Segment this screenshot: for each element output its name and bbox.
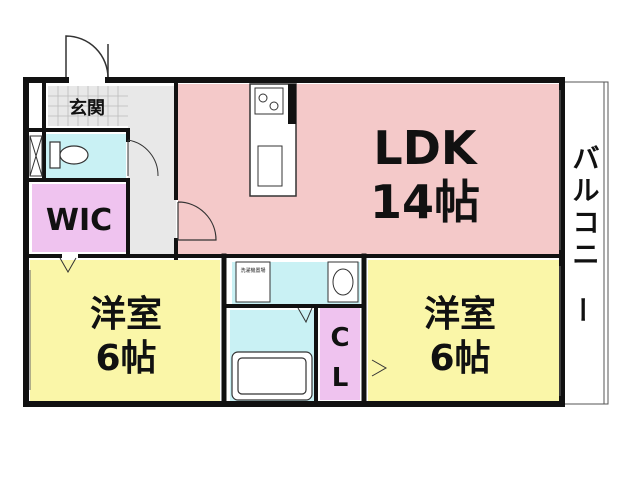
toilet-icon [49,141,89,169]
washbasin-icon [327,261,359,303]
balcony-label: バルコニー [566,144,600,323]
western-right-size: 6帖 [429,338,490,379]
balcony-area [563,81,609,405]
sink-icon [257,145,283,187]
washer-icon: 洗濯機置場 [235,261,271,303]
ldk-area [178,84,560,256]
stove-icon [254,87,284,115]
storage-box [29,135,43,177]
toilet-door [127,139,159,177]
walls [23,77,565,407]
ldk-size: 14帖 [370,175,480,229]
washer-label: 洗濯機置場 [240,267,265,274]
western-left-name: 洋室 [90,294,162,335]
entrance-door [65,35,109,80]
western-left-size: 6帖 [95,338,156,379]
kitchen-counter [249,83,297,197]
ldk-name: LDK [373,121,478,175]
wic-area [32,184,126,252]
corridor-area [128,86,176,254]
closet-area [320,308,360,400]
western-right-area [368,260,560,402]
door-marks [59,257,388,377]
closet-label-l: L [332,363,349,393]
genkan-tiles [48,86,128,126]
bathtub-icon [231,351,313,401]
wic-label: WIC [46,203,112,238]
closet-label-c: C [330,323,349,353]
western-right-name: 洋室 [424,294,496,335]
ldk-door [177,201,217,241]
genkan-label: 玄関 [69,97,105,119]
window-marks [29,90,561,396]
western-left-area [30,260,220,402]
